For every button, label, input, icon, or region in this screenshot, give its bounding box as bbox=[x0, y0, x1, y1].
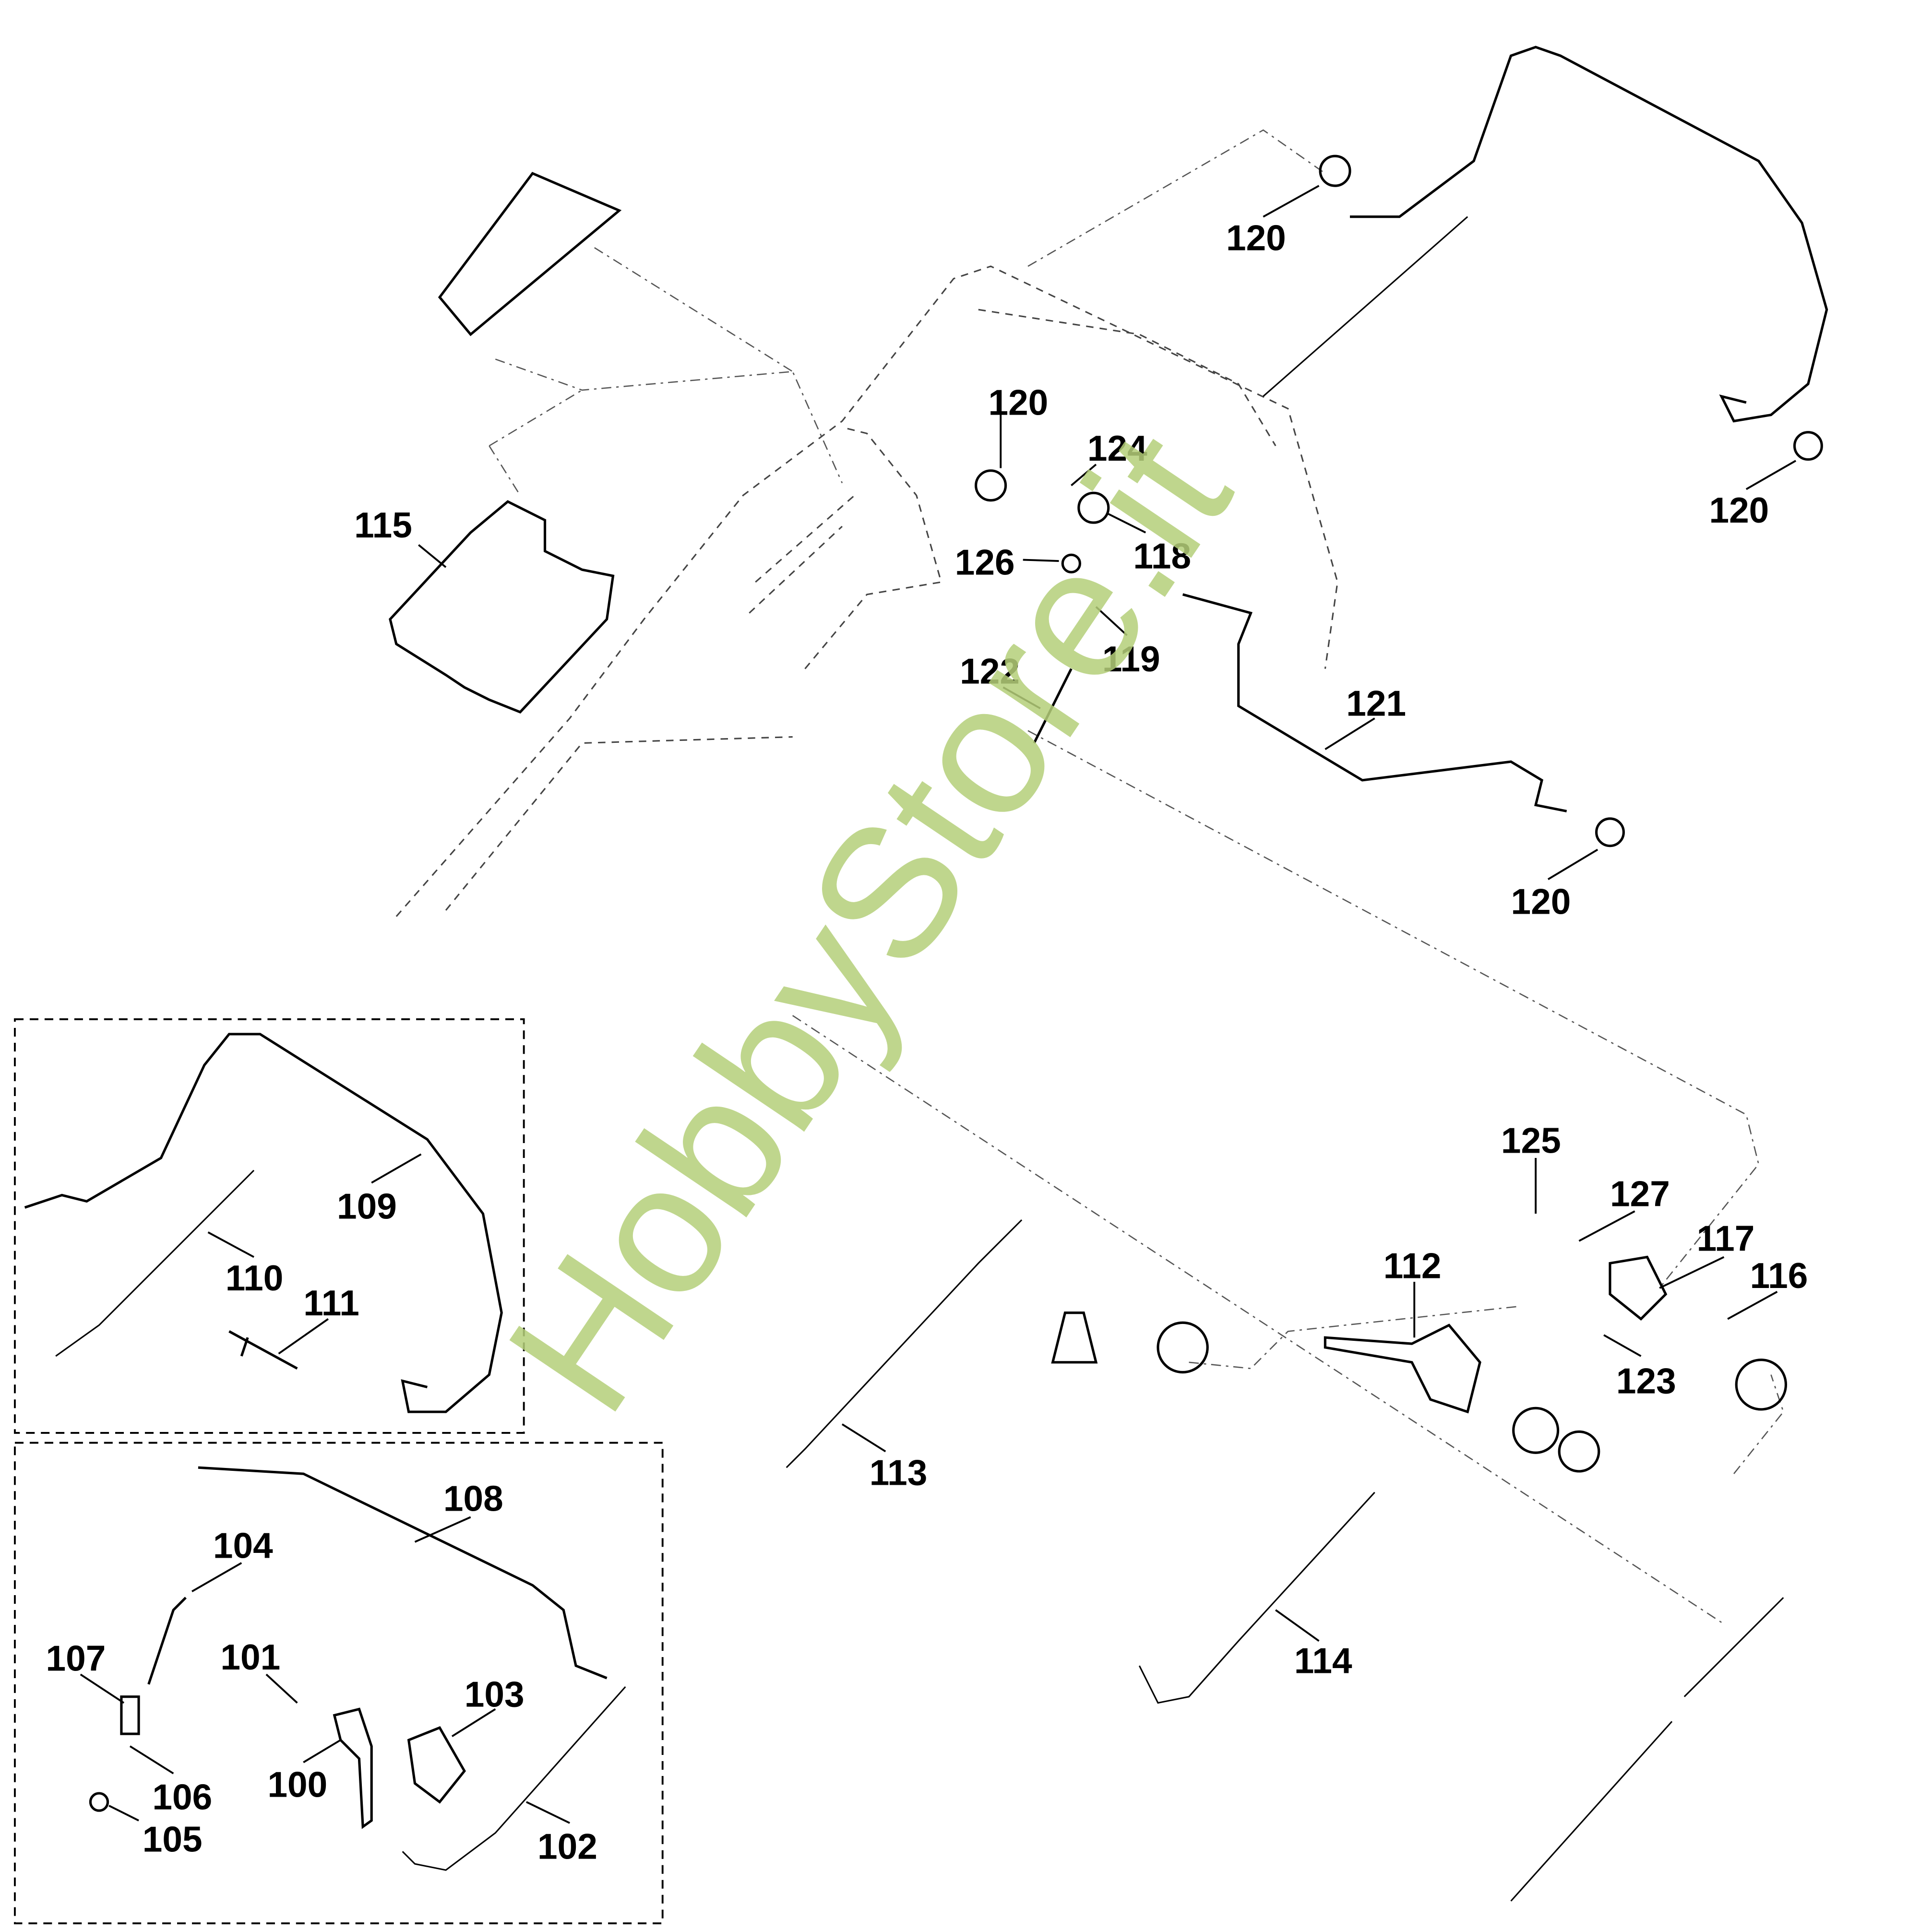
spring-122 bbox=[1033, 668, 1073, 744]
bracket-117 bbox=[1609, 1255, 1668, 1321]
rod-108 bbox=[198, 1466, 608, 1680]
label-118: 118 bbox=[1133, 536, 1191, 576]
bracket-115 bbox=[389, 500, 615, 714]
label-124: 124 bbox=[1087, 428, 1147, 468]
label-103: 103 bbox=[465, 1674, 525, 1714]
label-109: 109 bbox=[337, 1186, 397, 1226]
cap-120-b bbox=[975, 469, 1007, 502]
cap-120-c bbox=[1793, 431, 1823, 461]
label-127: 127 bbox=[1610, 1174, 1670, 1214]
label-106: 106 bbox=[152, 1777, 212, 1817]
label-121: 121 bbox=[1346, 683, 1406, 724]
knob-right bbox=[1735, 1359, 1788, 1411]
label-113: 113 bbox=[870, 1452, 928, 1492]
cable-102 bbox=[402, 1686, 626, 1871]
label-120: 120 bbox=[1226, 217, 1286, 258]
watermark: HobbyStore.it bbox=[468, 397, 1270, 1447]
label-104: 104 bbox=[213, 1526, 273, 1566]
ratchet-disc bbox=[1558, 1430, 1600, 1473]
cable-114 bbox=[1138, 1491, 1375, 1704]
label-120: 120 bbox=[1709, 490, 1769, 530]
cap-120-d bbox=[1595, 817, 1625, 847]
label-125: 125 bbox=[1501, 1121, 1561, 1161]
spring-107 bbox=[120, 1695, 140, 1735]
label-117: 117 bbox=[1697, 1218, 1755, 1259]
label-120: 120 bbox=[1511, 882, 1571, 922]
label-123: 123 bbox=[1616, 1360, 1676, 1401]
label-126: 126 bbox=[955, 542, 1015, 582]
handle-121 bbox=[1182, 593, 1567, 812]
lever-100 bbox=[333, 1707, 373, 1829]
label-107: 107 bbox=[46, 1638, 106, 1678]
label-120: 120 bbox=[988, 382, 1048, 423]
label-110: 110 bbox=[226, 1258, 284, 1298]
handle-frame-outline bbox=[395, 129, 1784, 1623]
link-104 bbox=[147, 1597, 187, 1685]
upper-cable bbox=[1263, 216, 1468, 397]
label-101: 101 bbox=[220, 1637, 280, 1677]
gear-disc bbox=[1512, 1407, 1560, 1454]
upper-handle-bar bbox=[1350, 46, 1828, 423]
label-115: 115 bbox=[354, 505, 412, 545]
knob-118 bbox=[1077, 491, 1110, 524]
label-116: 116 bbox=[1750, 1255, 1808, 1296]
pin-111 bbox=[228, 1330, 298, 1370]
lever-112 bbox=[1324, 1324, 1481, 1414]
cable-113 bbox=[786, 1219, 1023, 1468]
knob-center bbox=[1051, 1312, 1098, 1364]
label-122: 122 bbox=[960, 651, 1020, 692]
cable-lower-right bbox=[1510, 1597, 1784, 1902]
leader-lines bbox=[80, 185, 1797, 1824]
control-plate bbox=[438, 172, 622, 336]
label-100: 100 bbox=[267, 1765, 327, 1805]
knob-left bbox=[1157, 1321, 1209, 1374]
label-112: 112 bbox=[1383, 1245, 1442, 1286]
bracket-103 bbox=[407, 1726, 466, 1804]
handle-bar-109 bbox=[24, 1033, 503, 1413]
eye-105 bbox=[89, 1792, 109, 1812]
label-102: 102 bbox=[537, 1826, 597, 1867]
label-108: 108 bbox=[443, 1479, 503, 1519]
label-114: 114 bbox=[1294, 1641, 1352, 1681]
washer-126 bbox=[1061, 553, 1082, 573]
label-105: 105 bbox=[143, 1819, 203, 1859]
cable-110 bbox=[55, 1169, 255, 1357]
kit-box-upper bbox=[14, 1018, 525, 1434]
label-111: 111 bbox=[303, 1283, 359, 1323]
cap-120-a bbox=[1319, 155, 1351, 187]
label-119: 119 bbox=[1102, 639, 1160, 679]
part-labels: 120 120 124 118 126 119 122 115 120 121 … bbox=[46, 217, 1808, 1866]
